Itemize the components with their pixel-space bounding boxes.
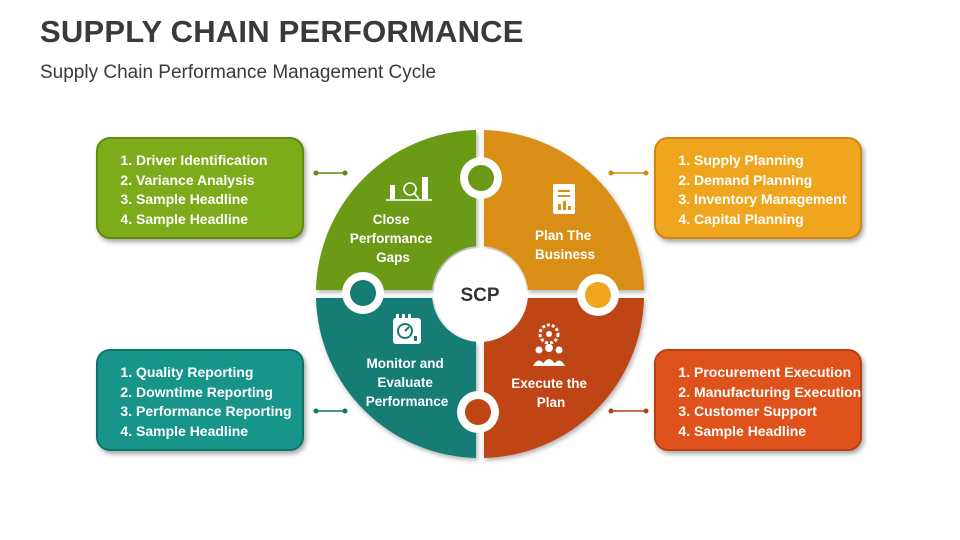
segment-close-performance-gaps bbox=[316, 130, 476, 290]
list-top-right: Supply Planning Demand Planning Inventor… bbox=[672, 151, 850, 229]
page-subtitle: Supply Chain Performance Management Cycl… bbox=[40, 62, 437, 83]
box-execute-the-plan: Procurement Execution Manufacturing Exec… bbox=[654, 349, 862, 451]
connector-top-right bbox=[608, 170, 649, 176]
list-item: Sample Headline bbox=[136, 422, 292, 442]
box-close-performance-gaps: Driver Identification Variance Analysis … bbox=[96, 137, 304, 239]
document-chart-icon bbox=[553, 184, 575, 214]
center-circle bbox=[434, 248, 526, 340]
list-item: Manufacturing Execution bbox=[694, 383, 861, 403]
box-monitor-evaluate: Quality Reporting Downtime Reporting Per… bbox=[96, 349, 304, 451]
knob-bottom bbox=[457, 391, 499, 433]
list-item: Performance Reporting bbox=[136, 402, 292, 422]
list-item: Customer Support bbox=[694, 402, 850, 422]
list-item: Variance Analysis bbox=[136, 171, 292, 191]
knob-left bbox=[342, 272, 384, 314]
connector-bottom-left bbox=[313, 408, 348, 414]
list-bottom-right: Procurement Execution Manufacturing Exec… bbox=[672, 363, 861, 442]
list-item: Sample Headline bbox=[694, 422, 850, 442]
center-label: SCP bbox=[460, 285, 499, 306]
magnifier-chart-icon bbox=[386, 177, 432, 201]
list-item: Capital Planning bbox=[694, 210, 850, 230]
team-gear-icon bbox=[533, 323, 565, 366]
segment-label-close: Close Performance Gaps bbox=[350, 212, 436, 265]
knob-top bbox=[460, 157, 502, 199]
knob-right bbox=[577, 274, 619, 316]
segment-label-monitor: Monitor and Evaluate Performance bbox=[366, 356, 449, 409]
list-item: Procurement Execution bbox=[694, 363, 851, 383]
list-item: Sample Headline bbox=[136, 190, 292, 210]
list-item: Quality Reporting bbox=[136, 363, 292, 383]
segment-monitor-evaluate bbox=[316, 298, 476, 458]
list-item: Downtime Reporting bbox=[136, 383, 292, 403]
list-bottom-left: Quality Reporting Downtime Reporting Per… bbox=[114, 363, 292, 441]
list-item: Demand Planning bbox=[694, 171, 850, 191]
segment-label-plan: Plan The Business bbox=[535, 228, 595, 262]
list-item: Supply Planning bbox=[694, 151, 850, 171]
list-item: Inventory Management bbox=[694, 190, 850, 210]
list-item: Driver Identification bbox=[136, 151, 292, 171]
box-plan-the-business: Supply Planning Demand Planning Inventor… bbox=[654, 137, 862, 239]
segment-execute-the-plan bbox=[484, 298, 644, 458]
connector-top-left bbox=[313, 170, 348, 176]
page-title: SUPPLY CHAIN PERFORMANCE bbox=[40, 14, 524, 49]
list-top-left: Driver Identification Variance Analysis … bbox=[114, 151, 292, 229]
list-item: Sample Headline bbox=[136, 210, 292, 230]
segment-label-execute: Execute the Plan bbox=[511, 376, 591, 410]
connector-bottom-right bbox=[608, 408, 649, 414]
dashboard-icon bbox=[393, 314, 421, 344]
